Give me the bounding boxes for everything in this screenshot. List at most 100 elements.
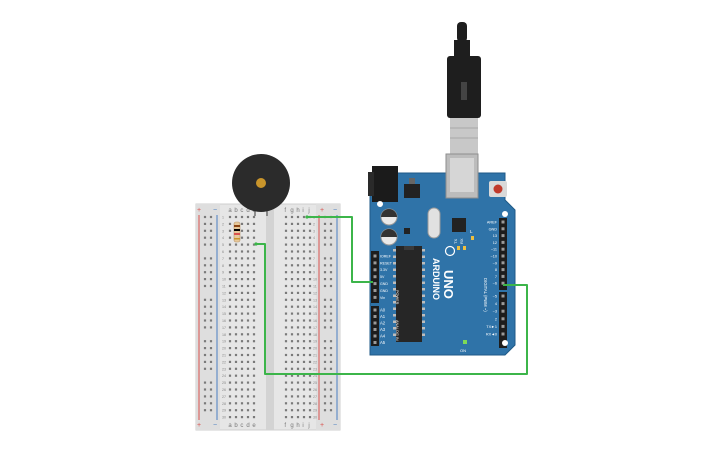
breadboard-hole xyxy=(234,347,238,350)
reset-button-cap[interactable] xyxy=(493,184,503,194)
breadboard-rail-hole xyxy=(209,222,213,225)
breadboard-rail-hole xyxy=(203,367,207,370)
digital-header-pin[interactable] xyxy=(501,332,505,336)
digital-header-pin[interactable] xyxy=(501,281,505,285)
breadboard-rail-hole xyxy=(209,367,213,370)
breadboard-hole xyxy=(246,395,250,398)
breadboard-rail-hole xyxy=(323,305,327,308)
digital-header-pin[interactable] xyxy=(501,302,505,306)
digital-header-pin[interactable] xyxy=(501,268,505,272)
power-header-pin[interactable] xyxy=(373,254,377,258)
breadboard-hole xyxy=(246,284,250,288)
breadboard-column-letter: i xyxy=(302,423,303,429)
wires[interactable] xyxy=(254,215,528,375)
breadboard-hole xyxy=(290,381,294,384)
digital-header-pin[interactable] xyxy=(501,234,505,238)
breadboard-column-letter: h xyxy=(296,208,299,214)
analog-header-pin[interactable] xyxy=(373,315,377,318)
power-barrel-jack-lip xyxy=(368,172,374,196)
resistor[interactable] xyxy=(233,221,241,243)
digital-header-pin[interactable] xyxy=(501,247,505,251)
led-l xyxy=(471,236,474,240)
wire-gnd[interactable] xyxy=(307,216,373,283)
breadboard-hole xyxy=(228,340,232,343)
digital-header-pin[interactable] xyxy=(501,317,505,321)
breadboard-hole xyxy=(234,215,238,219)
breadboard-column-letter: c xyxy=(240,423,243,429)
breadboard-rail-hole xyxy=(329,271,333,274)
breadboard-column-letter: a xyxy=(228,208,232,214)
analog-header-pin[interactable] xyxy=(373,308,377,312)
chip-pin xyxy=(422,307,425,310)
power-header-pin[interactable] xyxy=(373,289,377,292)
breadboard-row-number-left: 29 xyxy=(222,409,226,413)
analog-header-pin[interactable] xyxy=(373,341,377,344)
power-header-pin[interactable] xyxy=(373,275,377,279)
arduino-uno-board[interactable]: L TX RX ON ARDUINO UNO IOREFRESET3.3V5VG… xyxy=(368,153,516,356)
chip-pin xyxy=(422,275,425,278)
breadboard-hole xyxy=(290,312,294,315)
piezo-buzzer[interactable] xyxy=(232,154,290,216)
breadboard-row-number-right: 27 xyxy=(313,395,317,399)
breadboard-hole xyxy=(284,347,288,350)
breadboard-rail-hole xyxy=(203,257,207,260)
digital-group-label: DIGITAL (PWM ~) xyxy=(483,278,488,312)
digital-header-pin[interactable] xyxy=(501,220,505,224)
breadboard-row-number-left: 15 xyxy=(222,312,226,316)
breadboard-hole xyxy=(296,395,300,398)
breadboard-row-number-right: 25 xyxy=(313,381,317,385)
breadboard-hole xyxy=(228,236,232,239)
breadboard-hole xyxy=(308,333,312,336)
breadboard-hole xyxy=(246,340,250,343)
breadboard-hole xyxy=(234,416,238,419)
breadboard-hole xyxy=(252,284,256,288)
breadboard-row-number-left: 22 xyxy=(222,360,226,364)
breadboard-hole xyxy=(252,229,256,232)
power-group-label: POWER xyxy=(395,290,399,305)
usb-cable[interactable] xyxy=(447,22,481,154)
breadboard-rail-hole xyxy=(323,381,327,384)
chip-pin xyxy=(393,249,396,252)
chip-pin xyxy=(422,327,425,330)
breadboard-hole xyxy=(308,381,312,384)
digital-header-pin[interactable] xyxy=(501,227,505,231)
digital-header-pin[interactable] xyxy=(501,261,505,265)
breadboard-hole xyxy=(290,319,294,322)
breadboard-hole xyxy=(240,381,244,384)
breadboard-hole xyxy=(302,305,306,308)
breadboard-hole xyxy=(240,284,244,288)
analog-header-pin[interactable] xyxy=(373,328,377,331)
digital-header-pin[interactable] xyxy=(501,324,505,328)
analog-header-pin[interactable] xyxy=(373,321,377,325)
breadboard-rail-hole xyxy=(203,360,207,363)
breadboard-hole xyxy=(308,250,312,253)
power-header-pin[interactable] xyxy=(373,295,377,299)
power-header-pin[interactable] xyxy=(373,268,377,272)
breadboard-rail-hole xyxy=(203,312,207,315)
breadboard-hole xyxy=(240,271,244,274)
digital-header-pin[interactable] xyxy=(501,240,505,244)
digital-header-pin[interactable] xyxy=(501,309,505,313)
wire-signal-pin8[interactable] xyxy=(256,243,528,375)
digital-pin-label: ~9 xyxy=(493,261,497,265)
breadboard-rail-hole xyxy=(329,347,333,350)
breadboard-hole xyxy=(234,360,238,363)
breadboard-hole xyxy=(240,388,244,391)
breadboard-hole xyxy=(252,388,256,391)
breadboard-hole xyxy=(290,374,294,377)
breadboard-hole xyxy=(290,305,294,308)
power-header-pin[interactable] xyxy=(373,282,377,286)
breadboard-rail-hole xyxy=(329,243,333,246)
analog-header-pin[interactable] xyxy=(373,334,377,338)
breadboard-hole xyxy=(234,264,238,267)
digital-header-pin[interactable] xyxy=(501,274,505,278)
breadboard-hole xyxy=(252,353,256,357)
breadboard-rail-hole xyxy=(329,340,333,343)
power-header-pin[interactable] xyxy=(373,261,377,265)
digital-header-pin[interactable] xyxy=(501,294,505,298)
breadboard-row-number-left: 27 xyxy=(222,395,226,399)
breadboard-hole xyxy=(296,367,300,370)
digital-header-pin[interactable] xyxy=(501,254,505,258)
breadboard-rail-hole xyxy=(329,326,333,329)
